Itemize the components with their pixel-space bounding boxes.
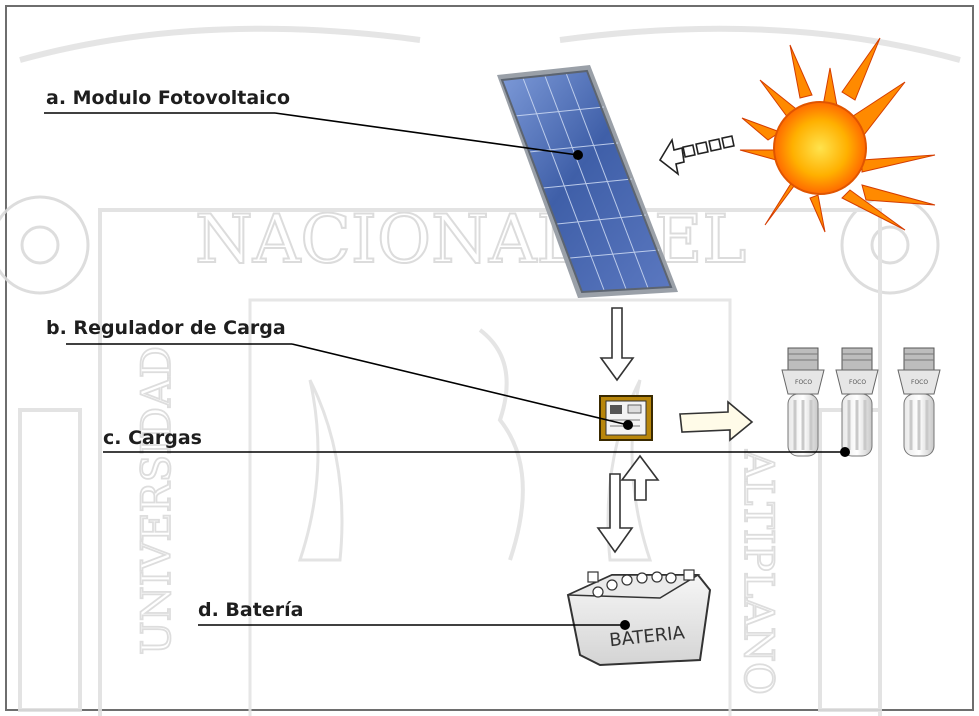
leader-lines [44, 112, 845, 626]
bidirectional-arrows-icon [596, 454, 660, 554]
bulb-cap-label: FOCO [849, 379, 866, 386]
bulb-1: FOCO [781, 347, 825, 457]
bulb-2: FOCO [835, 347, 879, 457]
arrow-down-icon [599, 307, 635, 382]
solar-panel-icon [497, 65, 678, 298]
watermark: NACIONAL DEL UNIVERSIDAD ALTIPLANO [0, 25, 961, 716]
leader-dots [573, 150, 850, 630]
label-modulo-fotovoltaico: a. Modulo Fotovoltaico [46, 87, 290, 109]
bulb-3: FOCO [897, 347, 941, 457]
light-bulbs-icon: FOCO FOCO FOCO [781, 347, 941, 457]
battery-icon: BATERIA [566, 569, 712, 667]
bulb-cap-label: FOCO [795, 379, 812, 386]
sun-icon [739, 37, 936, 233]
arrow-right-icon [679, 400, 754, 442]
watermark-left-text: UNIVERSIDAD [134, 346, 180, 655]
sunlight-arrow-icon [658, 135, 735, 176]
watermark-right-text: ALTIPLANO [735, 449, 781, 695]
label-cargas: c. Cargas [103, 427, 202, 449]
diagram-frame [5, 5, 974, 711]
bulb-cap-label: FOCO [911, 379, 928, 386]
charge-regulator-icon [599, 395, 653, 441]
label-bateria: d. Batería [198, 599, 303, 621]
label-regulador-de-carga: b. Regulador de Carga [46, 317, 286, 339]
